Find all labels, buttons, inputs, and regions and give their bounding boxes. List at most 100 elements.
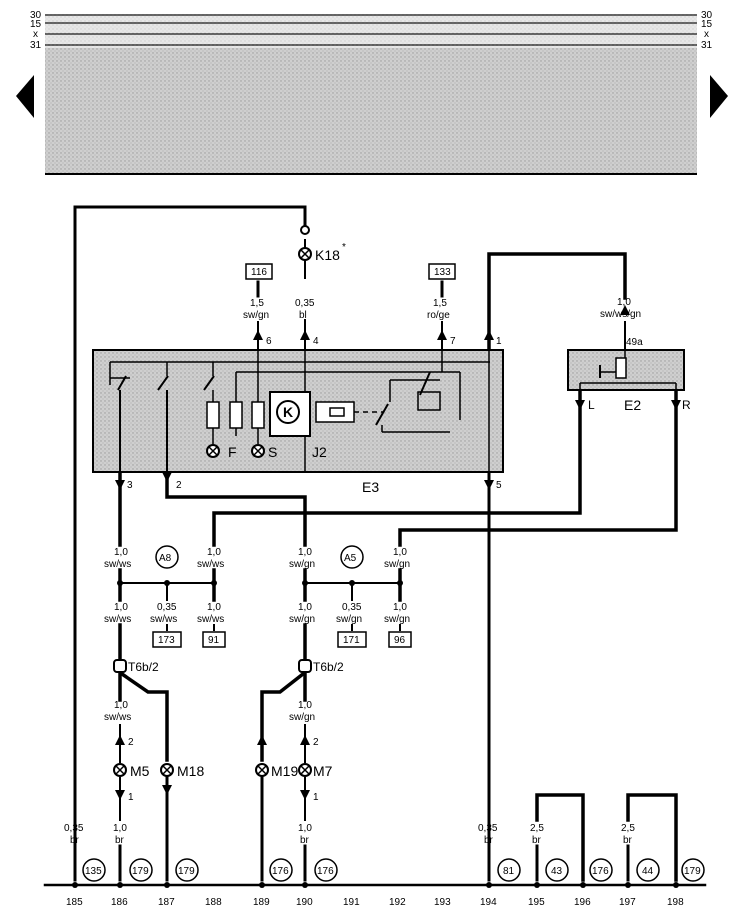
col-190: 190 — [296, 897, 313, 908]
c2-color: sw/gn — [289, 712, 315, 723]
pin-e2-49a: 49a — [626, 337, 643, 348]
b4-color: sw/gn — [289, 614, 315, 625]
b6-color: sw/gn — [384, 614, 410, 625]
ref-91: 91 — [208, 635, 220, 646]
top-rails: 30 15 x 31 30 15 x 31 — [16, 10, 728, 175]
m18-lamp-icon — [160, 763, 174, 777]
a8-left-size: 1,0 — [114, 547, 128, 558]
b1-color: sw/ws — [104, 614, 131, 625]
g185-size: 0,35 — [64, 823, 84, 834]
a5-label: A5 — [344, 553, 357, 564]
wire-e2-l — [212, 388, 582, 547]
col-187: 187 — [158, 897, 175, 908]
ref-173-box — [152, 631, 182, 648]
m18-label: M18 — [177, 763, 204, 779]
wire-133-size: 1,5 — [433, 298, 447, 309]
t6b-right-connector-icon — [298, 659, 312, 673]
circle-ref-176c — [589, 858, 613, 882]
g195-size: 2,5 — [530, 823, 544, 834]
ref-171: 171 — [343, 635, 360, 646]
e2-switch-box — [567, 349, 685, 391]
m5-lamp-icon — [113, 763, 127, 777]
j2-relay-icon — [276, 400, 300, 424]
m19-lamp-icon — [255, 763, 269, 777]
col-188: 188 — [205, 897, 222, 908]
nav-right-arrow-icon[interactable] — [710, 75, 728, 118]
col-198: 198 — [667, 897, 684, 908]
circle-ref-176a — [269, 858, 293, 882]
wire-e2-feed — [487, 252, 627, 352]
col-191: 191 — [343, 897, 360, 908]
circle-ref-176b-text: 176 — [317, 866, 334, 877]
rail-label-left-30: 30 — [30, 10, 42, 21]
e3-switch-box: K — [92, 349, 504, 473]
circle-ref-44 — [636, 858, 660, 882]
pin-m7-2: 2 — [313, 737, 319, 748]
circle-ref-179a-text: 179 — [132, 866, 149, 877]
k18-label: K18 — [315, 247, 340, 263]
c2-size: 1,0 — [298, 700, 312, 711]
circle-ref-179a — [129, 858, 153, 882]
c1-color: sw/ws — [104, 712, 131, 723]
b5-color: sw/gn — [336, 614, 362, 625]
wire-2 — [165, 470, 307, 547]
a5-right-size: 1,0 — [393, 547, 407, 558]
circle-ref-176a-text: 176 — [272, 866, 289, 877]
svg-text:K: K — [283, 404, 293, 420]
pin-e3-4: 4 — [313, 336, 319, 347]
rail-shaded-area — [45, 48, 697, 173]
col-189: 189 — [253, 897, 270, 908]
circle-ref-43-text: 43 — [551, 866, 563, 877]
b3-color: sw/ws — [197, 614, 224, 625]
pin-e3-7: 7 — [450, 336, 456, 347]
pin-e3-6: 6 — [266, 336, 272, 347]
wire-e2-color: sw/ws/gn — [600, 309, 641, 320]
a5-left-size: 1,0 — [298, 547, 312, 558]
wire-k18-size: 0,35 — [295, 298, 315, 309]
g190-color: br — [300, 835, 310, 846]
k18-lamp-icon — [298, 225, 312, 261]
circle-ref-176c-text: 176 — [592, 866, 609, 877]
g190-size: 1,0 — [298, 823, 312, 834]
fuse-ref-116: 116 — [251, 267, 267, 278]
j2-label: J2 — [312, 444, 327, 460]
rail-label-right-15: 15 — [701, 19, 713, 30]
circle-ref-176b — [314, 858, 338, 882]
a8-right-size: 1,0 — [207, 547, 221, 558]
rail-label-left-31: 31 — [30, 40, 42, 51]
fuse-ref-133: 133 — [434, 267, 451, 278]
ref-96-box — [388, 631, 412, 648]
pin-m7-1: 1 — [313, 792, 319, 803]
col-194: 194 — [480, 897, 497, 908]
ref-91-box — [202, 631, 226, 648]
wire-e2-r — [398, 388, 678, 547]
fuse-ref-133-box — [428, 263, 456, 280]
col-186: 186 — [111, 897, 128, 908]
k18-star: * — [342, 242, 346, 253]
a8-right-color: sw/ws — [197, 559, 224, 570]
wire-133-color: ro/ge — [427, 310, 450, 321]
m19-label: M19 — [271, 763, 298, 779]
e3-label: E3 — [362, 479, 379, 495]
m5-label: M5 — [130, 763, 150, 779]
ref-96: 96 — [394, 635, 406, 646]
g197-color: br — [623, 835, 633, 846]
circle-ref-44-text: 44 — [642, 866, 654, 877]
rail-label-right-31: 31 — [701, 40, 713, 51]
pin-e2-l: L — [588, 398, 595, 412]
g185-color: br — [70, 835, 80, 846]
pin-e3-2: 2 — [176, 480, 182, 491]
circle-ref-43 — [545, 858, 569, 882]
b1-size: 1,0 — [114, 602, 128, 613]
s-lamp-icon — [251, 444, 265, 458]
a8-splice-icon — [155, 545, 179, 569]
nav-left-arrow-icon[interactable] — [16, 75, 34, 118]
b4-size: 1,0 — [298, 602, 312, 613]
pin-e3-3: 3 — [127, 480, 133, 491]
circle-ref-179b — [175, 858, 199, 882]
pin-e3-1: 1 — [496, 336, 502, 347]
m7-lamp-icon — [298, 763, 312, 777]
circle-ref-81 — [497, 858, 521, 882]
